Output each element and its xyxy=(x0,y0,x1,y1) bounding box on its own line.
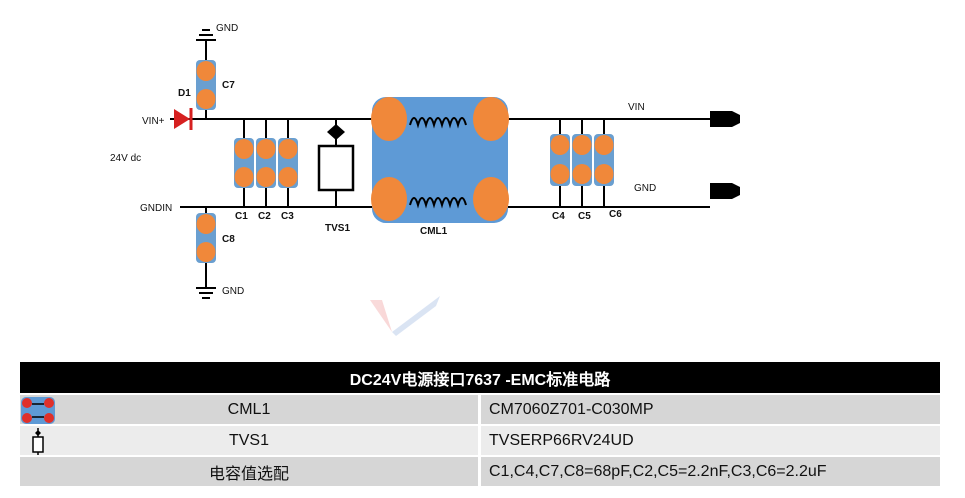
common-mode-choke-icon xyxy=(21,397,55,424)
ground-symbol-top xyxy=(196,29,216,41)
part-cell: TVS1 xyxy=(20,425,481,457)
c2-label: C2 xyxy=(258,211,271,222)
value-cell: CM7060Z701-C030MP xyxy=(479,394,940,426)
common-mode-choke-cml1 xyxy=(371,97,509,223)
capacitor-c7 xyxy=(196,60,216,110)
part-name: TVS1 xyxy=(228,431,269,449)
gndin-label: GNDIN xyxy=(140,203,172,214)
part-name: CML1 xyxy=(227,400,271,418)
table-row: 电容值选配 C1,C4,C7,C8=68pF,C2,C5=2.2nF,C3,C6… xyxy=(20,456,940,488)
part-cell: 电容值选配 xyxy=(20,456,481,488)
ground-symbol-bottom xyxy=(196,287,216,299)
c5-label: C5 xyxy=(578,211,591,222)
tvs1-label: TVS1 xyxy=(325,223,350,234)
part-name: 电容值选配 xyxy=(208,465,289,483)
c8-label: C8 xyxy=(222,234,235,245)
watermark-logo xyxy=(370,296,440,336)
gnd-top-label: GND xyxy=(216,23,238,34)
component-table: DC24V电源接口7637 -EMC标准电路 CML1 CM7060Z701-C… xyxy=(20,362,940,488)
part-cell: CML1 xyxy=(20,394,481,426)
vin-out-label: VIN xyxy=(628,102,645,113)
diode-d1 xyxy=(174,108,193,130)
capacitor-c8 xyxy=(196,213,216,263)
table-row: TVS1 TVSERP66RV24UD xyxy=(20,425,940,457)
gnd-bottom-label: GND xyxy=(222,286,244,297)
d1-label: D1 xyxy=(178,88,191,99)
capacitor-c6 xyxy=(594,134,614,186)
capacitor-c4 xyxy=(550,134,570,186)
capacitor-c2 xyxy=(256,138,276,188)
tvs-diode-icon xyxy=(32,428,44,455)
table-title: DC24V电源接口7637 -EMC标准电路 xyxy=(20,362,940,395)
gnd-output-connector xyxy=(710,183,740,199)
cml1-label: CML1 xyxy=(420,226,448,237)
emc-circuit-schematic: GND GND D1 VIN+ 24V dc GNDIN C7 C8 xyxy=(110,23,740,336)
capacitor-c1 xyxy=(234,138,254,188)
tvs-diode-tvs1 xyxy=(317,119,355,207)
vin-plus-label: VIN+ xyxy=(142,116,165,127)
gnd-out-label: GND xyxy=(634,183,656,194)
capacitor-c5 xyxy=(572,134,592,186)
c6-label: C6 xyxy=(609,209,622,220)
table-row: CML1 CM7060Z701-C030MP xyxy=(20,394,940,426)
value-cell: TVSERP66RV24UD xyxy=(479,425,940,457)
c3-label: C3 xyxy=(281,211,294,222)
supply-label: 24V dc xyxy=(110,153,141,164)
table-header-row: DC24V电源接口7637 -EMC标准电路 xyxy=(20,362,940,395)
vin-output-connector xyxy=(710,111,740,127)
value-cell: C1,C4,C7,C8=68pF,C2,C5=2.2nF,C3,C6=2.2uF xyxy=(479,456,940,488)
c1-label: C1 xyxy=(235,211,248,222)
c7-label: C7 xyxy=(222,80,235,91)
c4-label: C4 xyxy=(552,211,565,222)
capacitor-c3 xyxy=(278,138,298,188)
